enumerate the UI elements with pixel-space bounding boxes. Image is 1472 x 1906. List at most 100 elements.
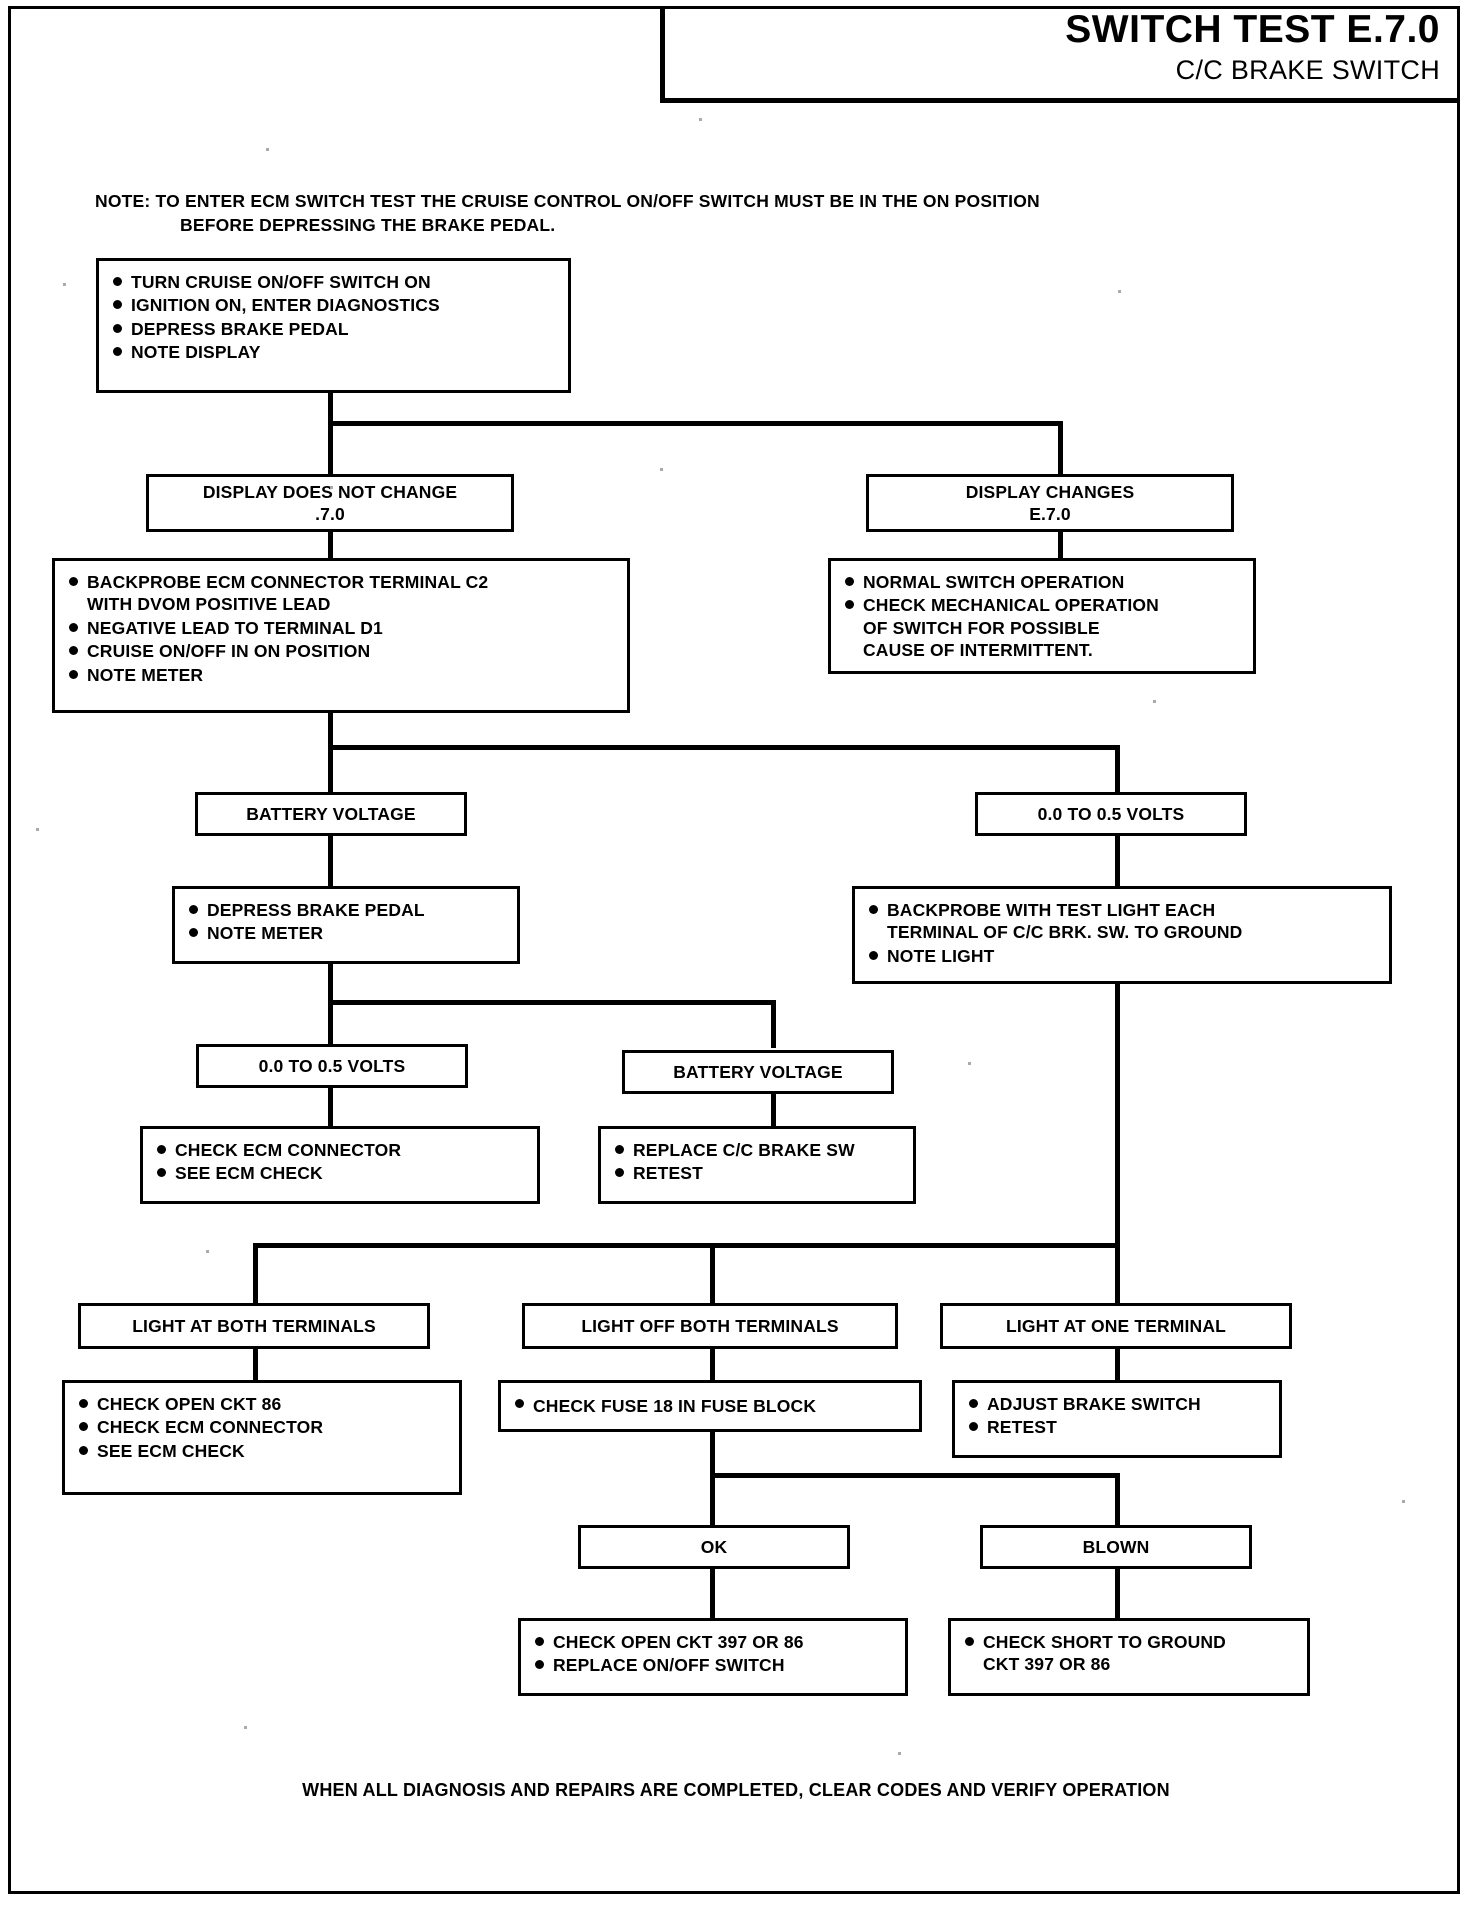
list-item: CHECK OPEN CKT 397 OR 86	[533, 1631, 895, 1653]
node-display-changes: DISPLAY CHANGES E.7.0	[866, 474, 1234, 532]
list-item: ADJUST BRAKE SWITCH	[967, 1393, 1269, 1415]
list-item: TURN CRUISE ON/OFF SWITCH ON	[111, 271, 558, 293]
list-item: DEPRESS BRAKE PEDAL	[187, 899, 507, 921]
node-display-does-not-change: DISPLAY DOES NOT CHANGE .7.0	[146, 474, 514, 532]
bullet-icon	[113, 347, 122, 357]
list-item: NOTE METER	[67, 664, 617, 686]
node-line-2: .7.0	[315, 504, 345, 524]
page-border	[8, 6, 1460, 1894]
list-item: RETEST	[613, 1162, 903, 1184]
node-battery-voltage-2: BATTERY VOLTAGE	[622, 1050, 894, 1094]
connector	[1115, 1569, 1120, 1620]
connector	[1115, 745, 1120, 797]
list-item: RETEST	[967, 1416, 1269, 1438]
list-item: NOTE METER	[187, 922, 507, 944]
bullet-icon	[79, 1399, 88, 1408]
node-blown: BLOWN	[980, 1525, 1252, 1569]
bullet-icon	[69, 646, 78, 656]
connector	[1115, 984, 1120, 1246]
list-item: SEE ECM CHECK	[155, 1162, 527, 1184]
node-ok: OK	[578, 1525, 850, 1569]
list-item: CHECK SHORT TO GROUND CKT 397 OR 86	[963, 1631, 1297, 1676]
bullet-icon	[535, 1660, 544, 1670]
list-item: CHECK ECM CONNECTOR	[77, 1416, 449, 1438]
node-check-ecm-connector: CHECK ECM CONNECTOR SEE ECM CHECK	[140, 1126, 540, 1204]
bullet-icon	[869, 950, 878, 960]
list-item: NEGATIVE LEAD TO TERMINAL D1	[67, 617, 617, 639]
connector	[1058, 421, 1063, 477]
connector	[710, 1243, 715, 1307]
connector	[328, 1000, 776, 1005]
list-item: BACKPROBE WITH TEST LIGHT EACH TERMINAL …	[867, 899, 1379, 944]
list-item: CHECK MECHANICAL OPERATION OF SWITCH FOR…	[843, 594, 1243, 661]
connector	[328, 421, 333, 477]
bullet-icon	[515, 1398, 524, 1408]
node-start: TURN CRUISE ON/OFF SWITCH ON IGNITION ON…	[96, 258, 571, 393]
bullet-icon	[69, 669, 78, 679]
connector	[771, 1000, 776, 1048]
list-item: CRUISE ON/OFF IN ON POSITION	[67, 640, 617, 662]
connector	[710, 1349, 715, 1382]
header-horizontal-rule	[660, 98, 1460, 103]
connector	[1115, 836, 1120, 888]
bullet-icon	[965, 1637, 974, 1646]
list-item: NOTE DISPLAY	[111, 341, 558, 363]
connector	[328, 421, 1063, 426]
list-item: CHECK FUSE 18 IN FUSE BLOCK	[513, 1395, 816, 1417]
list-item: DEPRESS BRAKE PEDAL	[111, 318, 558, 340]
bullet-icon	[969, 1399, 978, 1408]
node-volts-0-to-0p5-left: 0.0 TO 0.5 VOLTS	[196, 1044, 468, 1088]
list-item: NOTE LIGHT	[867, 945, 1379, 967]
connector	[328, 393, 333, 423]
connector	[1115, 1349, 1120, 1382]
node-adjust-brake-switch: ADJUST BRAKE SWITCH RETEST	[952, 1380, 1282, 1458]
connector	[710, 1473, 715, 1528]
connector	[1115, 1473, 1120, 1528]
node-line-1: DISPLAY CHANGES	[965, 481, 1135, 502]
bullet-icon	[869, 905, 878, 914]
list-item: SEE ECM CHECK	[77, 1440, 449, 1462]
node-light-off-both-terminals: LIGHT OFF BOTH TERMINALS	[522, 1303, 898, 1349]
connector	[328, 745, 1120, 750]
connector	[328, 964, 333, 1002]
bullet-icon	[79, 1445, 88, 1455]
bullet-icon	[189, 905, 198, 914]
header-divider-line	[660, 6, 665, 103]
connector	[328, 713, 333, 747]
bullet-icon	[535, 1637, 544, 1646]
list-item: IGNITION ON, ENTER DIAGNOSTICS	[111, 294, 558, 316]
bullet-icon	[845, 577, 854, 586]
connector	[1115, 1243, 1120, 1307]
connector	[1058, 532, 1063, 560]
connector	[253, 1243, 258, 1307]
connector	[328, 1000, 333, 1048]
node-depress-brake-pedal: DEPRESS BRAKE PEDAL NOTE METER	[172, 886, 520, 964]
node-normal-switch-operation: NORMAL SWITCH OPERATION CHECK MECHANICAL…	[828, 558, 1256, 674]
connector	[253, 1349, 258, 1382]
page-title: SWITCH TEST E.7.0	[1065, 8, 1440, 51]
node-replace-brake-switch: REPLACE C/C BRAKE SW RETEST	[598, 1126, 916, 1204]
bullet-icon	[157, 1168, 166, 1178]
bullet-icon	[969, 1422, 978, 1432]
list-item: CHECK OPEN CKT 86	[77, 1393, 449, 1415]
connector	[328, 532, 333, 560]
node-check-fuse-18: CHECK FUSE 18 IN FUSE BLOCK	[498, 1380, 922, 1432]
connector	[328, 745, 333, 797]
bullet-icon	[69, 577, 78, 586]
list-item: NORMAL SWITCH OPERATION	[843, 571, 1243, 593]
connector	[710, 1569, 715, 1620]
node-check-short-to-ground: CHECK SHORT TO GROUND CKT 397 OR 86	[948, 1618, 1310, 1696]
node-backprobe-ecm-connector: BACKPROBE ECM CONNECTOR TERMINAL C2 WITH…	[52, 558, 630, 713]
bullet-icon	[113, 323, 122, 333]
connector	[710, 1432, 715, 1476]
bullet-icon	[69, 622, 78, 632]
bullet-icon	[615, 1168, 624, 1178]
node-volts-0-to-0p5-right: 0.0 TO 0.5 VOLTS	[975, 792, 1247, 836]
node-check-open-ckt-397-or-86: CHECK OPEN CKT 397 OR 86 REPLACE ON/OFF …	[518, 1618, 908, 1696]
bullet-icon	[845, 600, 854, 610]
connector	[771, 1094, 776, 1128]
bullet-icon	[113, 300, 122, 310]
bullet-icon	[79, 1422, 88, 1432]
note-line-2: BEFORE DEPRESSING THE BRAKE PEDAL.	[180, 215, 556, 235]
footer-note: WHEN ALL DIAGNOSIS AND REPAIRS ARE COMPL…	[302, 1780, 1170, 1800]
